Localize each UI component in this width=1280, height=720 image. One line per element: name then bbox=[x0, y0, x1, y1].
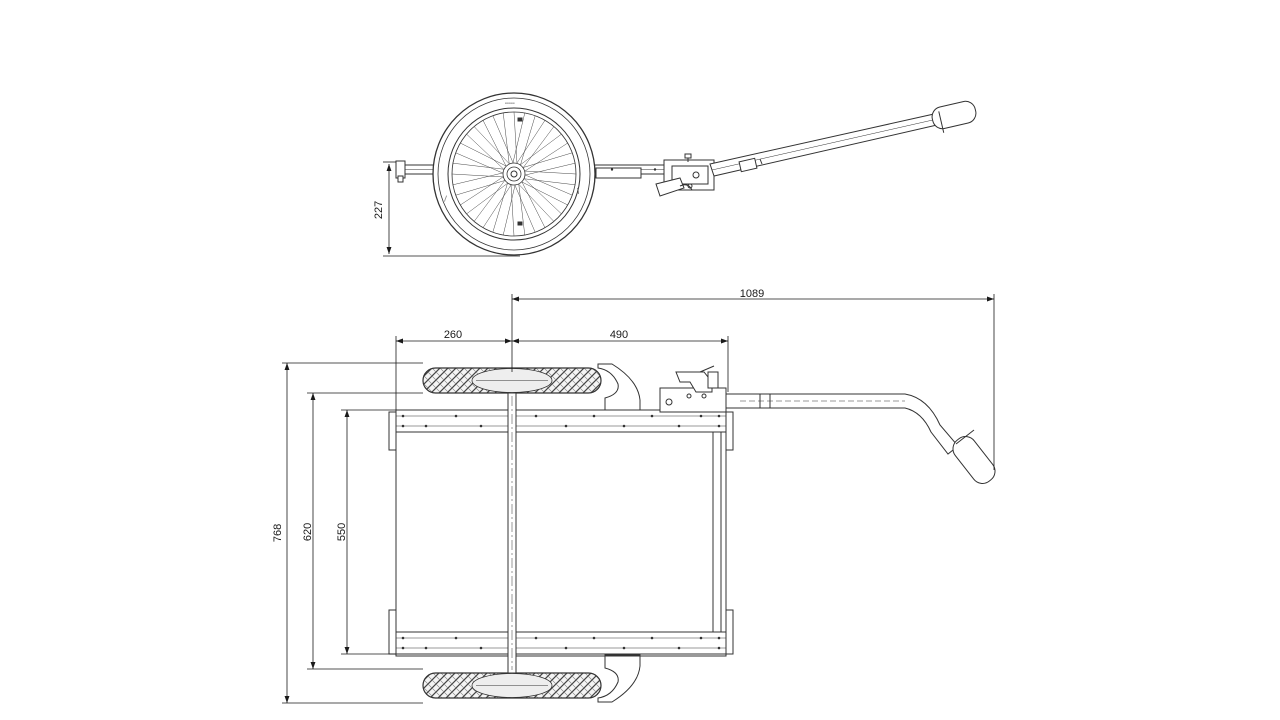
top-wheel-lower bbox=[422, 672, 602, 699]
side-hitch bbox=[655, 153, 715, 197]
label-rear-offset: 260 bbox=[444, 329, 462, 341]
label-overall-length: 1089 bbox=[740, 288, 764, 300]
top-grip bbox=[952, 429, 996, 484]
label-side-height: 227 bbox=[373, 201, 385, 219]
top-wheel-upper bbox=[422, 367, 602, 394]
side-grip bbox=[931, 100, 977, 133]
top-fender-upper bbox=[597, 363, 641, 411]
top-crossbar-lower bbox=[388, 609, 734, 655]
top-drawbar bbox=[725, 393, 959, 455]
crossbar-holes bbox=[401, 414, 721, 650]
label-front-offset: 490 bbox=[610, 329, 628, 341]
top-crossbar-upper bbox=[388, 409, 734, 451]
top-fender-lower bbox=[597, 654, 641, 703]
svg-text:▪▪▪▪▪▪: ▪▪▪▪▪▪ bbox=[442, 195, 448, 202]
svg-text:▪▪▪▪▪▪: ▪▪▪▪▪▪ bbox=[576, 188, 581, 195]
top-frame bbox=[395, 409, 727, 657]
label-wheel-width: 620 bbox=[302, 523, 314, 541]
top-view bbox=[388, 363, 996, 703]
side-view: ▪▪▪▪▪▪▪▪▪ ▪▪▪▪▪▪ ▪▪▪▪▪▪ bbox=[383, 92, 977, 257]
label-overall-width: 768 bbox=[272, 524, 284, 542]
top-axle bbox=[507, 392, 517, 674]
dimension-lines bbox=[282, 294, 995, 704]
side-drawbar bbox=[709, 113, 938, 177]
label-frame-width: 550 bbox=[336, 523, 348, 541]
svg-text:▪▪▪▪▪▪▪▪▪: ▪▪▪▪▪▪▪▪▪ bbox=[505, 101, 515, 105]
dimension-side-height: 227 bbox=[373, 164, 392, 254]
top-hitch bbox=[659, 365, 727, 413]
side-wheel: ▪▪▪▪▪▪▪▪▪ ▪▪▪▪▪▪ ▪▪▪▪▪▪ bbox=[432, 92, 596, 256]
